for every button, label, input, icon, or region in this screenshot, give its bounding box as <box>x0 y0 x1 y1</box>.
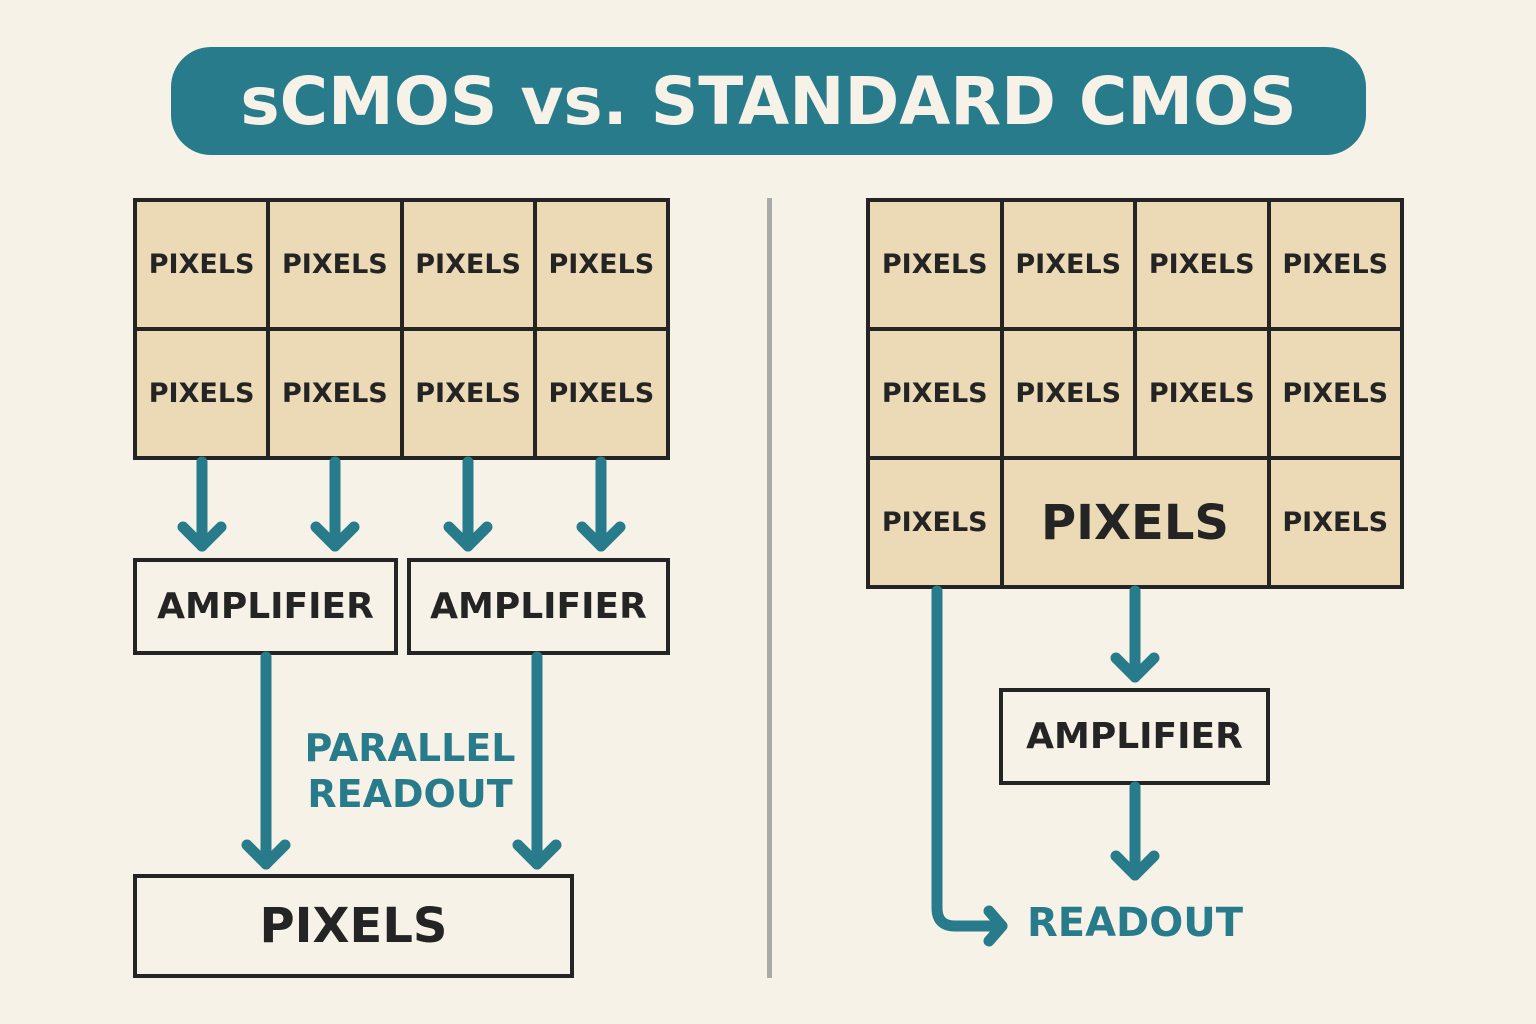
arrow-down-icon <box>1110 585 1160 683</box>
pixel-cell: PIXELS <box>536 331 666 456</box>
scmos-output-pixels-box: PIXELS <box>133 874 574 978</box>
arrow-down-icon <box>576 456 626 552</box>
pixel-cell: PIXELS <box>1137 202 1267 327</box>
bent-arrow-right-icon <box>931 585 1008 947</box>
arrow-down-icon <box>310 456 360 552</box>
scmos-pixel-grid: PIXELS PIXELS PIXELS PIXELS PIXELS PIXEL… <box>133 198 670 460</box>
scmos-amplifier-right: AMPLIFIER <box>407 558 670 655</box>
pixel-cell: PIXELS <box>1270 202 1400 327</box>
cmos-amplifier: AMPLIFIER <box>999 688 1270 785</box>
section-divider <box>767 198 772 978</box>
page-title: sCMOS vs. STANDARD CMOS <box>240 62 1297 140</box>
pixel-cell: PIXELS <box>1003 202 1133 327</box>
pixel-cell: PIXELS <box>870 460 1000 585</box>
title-banner: sCMOS vs. STANDARD CMOS <box>171 47 1366 155</box>
parallel-readout-label: PARALLEL READOUT <box>290 725 530 817</box>
pixel-cell: PIXELS <box>403 202 533 327</box>
arrow-down-icon <box>177 456 227 552</box>
cmos-pixel-grid: PIXELS PIXELS PIXELS PIXELS PIXELS PIXEL… <box>866 198 1404 589</box>
parallel-readout-line2: READOUT <box>307 772 513 816</box>
parallel-readout-line1: PARALLEL <box>304 726 516 770</box>
arrow-down-icon <box>443 456 493 552</box>
readout-label: READOUT <box>1026 900 1244 946</box>
pixel-cell: PIXELS <box>1270 331 1400 456</box>
pixel-cell: PIXELS <box>1137 331 1267 456</box>
pixel-cell: PIXELS <box>137 202 267 327</box>
pixel-cell: PIXELS <box>870 331 1000 456</box>
pixel-cell: PIXELS <box>1270 460 1400 585</box>
arrow-down-icon <box>241 651 291 870</box>
pixel-cell: PIXELS <box>536 202 666 327</box>
arrow-down-icon <box>1110 781 1160 881</box>
pixel-cell: PIXELS <box>270 202 400 327</box>
pixel-cell: PIXELS <box>1003 331 1133 456</box>
pixel-cell: PIXELS <box>270 331 400 456</box>
pixel-cell: PIXELS <box>403 331 533 456</box>
pixel-cell: PIXELS <box>137 331 267 456</box>
pixel-cell: PIXELS <box>870 202 1000 327</box>
scmos-amplifier-left: AMPLIFIER <box>133 558 398 655</box>
pixel-cell-merged: PIXELS <box>1003 460 1267 585</box>
